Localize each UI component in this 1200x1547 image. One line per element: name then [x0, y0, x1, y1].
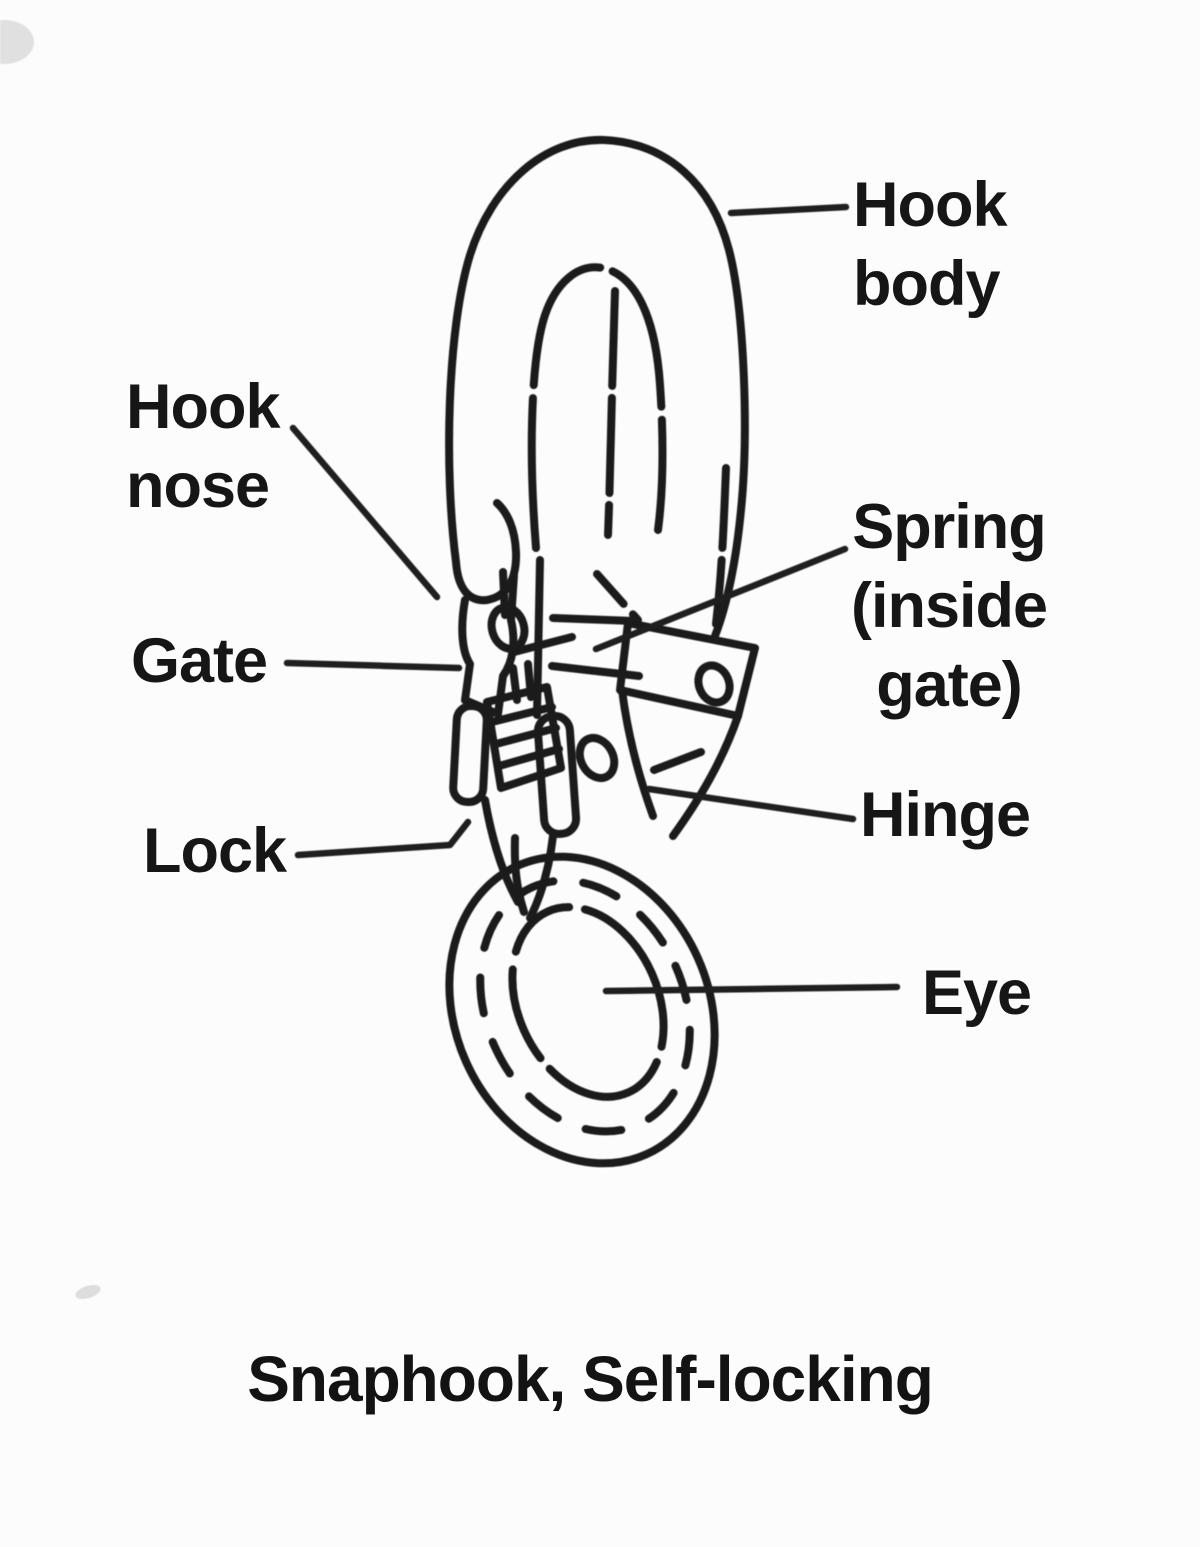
hinge-arm-crossbar: [650, 748, 705, 774]
lock-right-capsule: [533, 712, 581, 838]
leader-spring-line: [592, 545, 849, 653]
scan-smudge-top-left: [0, 20, 34, 64]
gate-hole: [487, 603, 529, 653]
hinge-arm-right-line: [669, 712, 742, 840]
leader-hook-body-line: [727, 203, 850, 217]
hook-body-inner-outline: [527, 263, 667, 552]
label-spring: Spring (inside gate): [850, 492, 1048, 720]
lock-outline: [483, 683, 565, 792]
spring-coil-line-3: [510, 633, 576, 656]
hinge-hole: [694, 661, 734, 707]
label-hinge: Hinge: [860, 780, 1031, 850]
shank-left-line: [481, 796, 522, 906]
spring-coil-line-1: [549, 614, 638, 625]
lock-knurl-line-1: [488, 703, 556, 726]
eye-outer-ring: [445, 852, 719, 1168]
hook-body-edge-dash: [593, 570, 642, 624]
lock-knurl-line-3: [495, 745, 563, 770]
eye-inner-ring: [508, 903, 668, 1101]
leader-lock-line: [294, 818, 472, 859]
hinge-plate-outline: [616, 619, 759, 720]
leader-eye-line: [602, 983, 901, 995]
hook-nose-outline: [452, 499, 521, 605]
label-gate: Gate: [131, 626, 268, 696]
shank-center-line: [510, 834, 528, 916]
label-hook-body: Hook body: [853, 170, 1007, 319]
leader-gate-line: [283, 659, 463, 672]
diagram-caption: Snaphook, Self-locking: [247, 1343, 934, 1415]
shank-right-line: [526, 832, 557, 922]
hinge-arm-left-line: [618, 686, 657, 820]
leader-hook-nose-line: [289, 424, 441, 601]
label-eye: Eye: [922, 958, 1032, 1028]
label-lock: Lock: [143, 816, 287, 886]
hook-body-right-edge-line: [712, 464, 730, 628]
hook-body-outer-outline: [445, 135, 749, 640]
hinge-pin-hole: [575, 733, 619, 783]
lock-knurl-line-2: [492, 724, 560, 748]
label-hook-nose: Hook nose: [126, 372, 280, 521]
scan-smudge-left: [75, 1285, 101, 1299]
hook-body-thickness-line: [604, 287, 619, 539]
scan-artifacts: [0, 20, 101, 1299]
lock-left-capsule: [449, 701, 491, 807]
eye-mid-ring: [476, 876, 694, 1136]
leader-hinge-line: [645, 785, 857, 823]
